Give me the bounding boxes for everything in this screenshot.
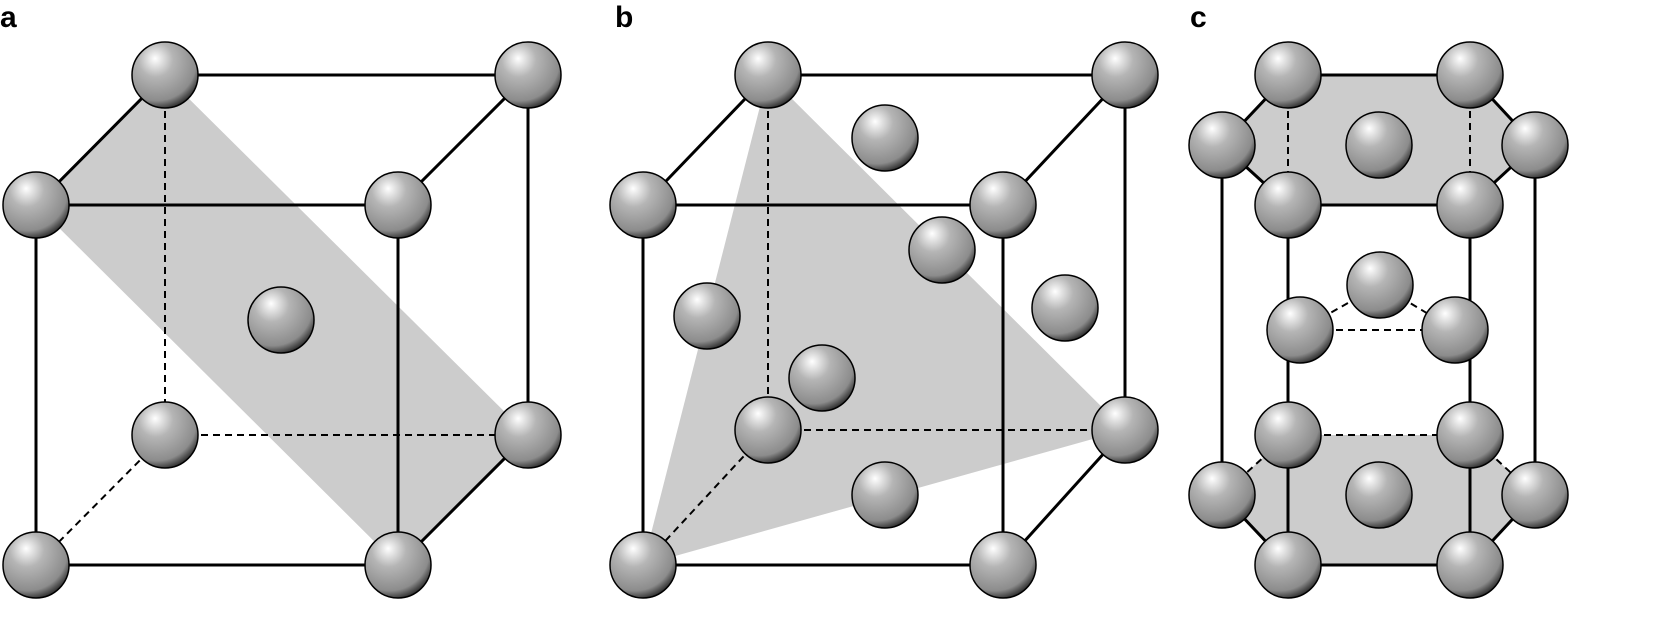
atom [1254, 401, 1322, 469]
atom-face-center [851, 104, 919, 172]
panel-b-atoms [609, 41, 1159, 599]
panel-label-b: b [615, 1, 633, 34]
atom [1254, 531, 1322, 599]
atom [1436, 171, 1504, 239]
atom [1254, 171, 1322, 239]
atom [1501, 461, 1569, 529]
panel-label-c: c [1190, 1, 1207, 34]
panel-a-atoms [2, 41, 562, 599]
atom-middle-layer [1421, 296, 1489, 364]
atom [2, 531, 70, 599]
atom [609, 531, 677, 599]
atom-middle-layer [1266, 296, 1334, 364]
atom [494, 41, 562, 109]
atom-face-center [1031, 274, 1099, 342]
atom [734, 41, 802, 109]
atom-face-center [673, 282, 741, 350]
atom-middle-layer [1346, 251, 1414, 319]
atom [1436, 401, 1504, 469]
atom-basal-center [1345, 111, 1413, 179]
atom [1188, 111, 1256, 179]
atom [1501, 111, 1569, 179]
panel-c-atoms [1188, 41, 1569, 599]
atom [131, 41, 199, 109]
atom [1091, 396, 1159, 464]
atom-face-center [908, 216, 976, 284]
atom [734, 396, 802, 464]
atom-face-center [851, 461, 919, 529]
atom [609, 171, 677, 239]
atom [1091, 41, 1159, 109]
panel-label-a: a [0, 1, 17, 34]
atom [364, 531, 432, 599]
atom-face-center [788, 344, 856, 412]
atom [494, 401, 562, 469]
panel-b-edges [641, 73, 1127, 567]
panel-a-bcc-unit-cell: a [0, 1, 562, 599]
atom [969, 171, 1037, 239]
atom [131, 401, 199, 469]
atom-body-center [247, 286, 315, 354]
atom [1436, 41, 1504, 109]
atom [1436, 531, 1504, 599]
atom-basal-center [1345, 461, 1413, 529]
atom [2, 171, 70, 239]
panel-c-hcp-unit-cell: c [1188, 1, 1569, 599]
panel-b-fcc-unit-cell: b [609, 1, 1159, 599]
atom [1188, 461, 1256, 529]
atom [364, 171, 432, 239]
atom [1254, 41, 1322, 109]
atom [969, 531, 1037, 599]
